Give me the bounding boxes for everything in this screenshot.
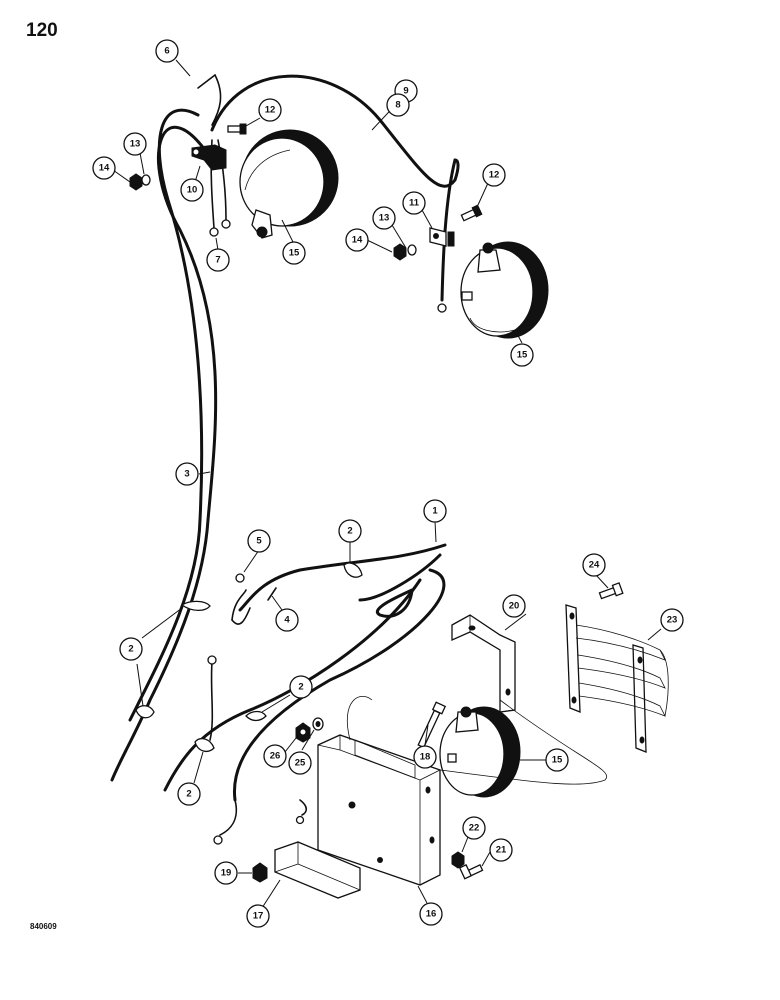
callout-2: 2	[289, 675, 313, 699]
callout-13: 13	[372, 206, 396, 230]
callout-4: 4	[275, 608, 299, 632]
svg-text:9: 9	[403, 86, 408, 97]
svg-text:25: 25	[295, 758, 306, 769]
svg-text:20: 20	[509, 601, 520, 612]
bolt-18	[417, 701, 447, 749]
svg-text:15: 15	[517, 350, 528, 361]
callout-2: 2	[338, 519, 362, 543]
callout-16: 16	[419, 902, 443, 926]
callout-12: 12	[482, 163, 506, 187]
svg-text:13: 13	[130, 139, 141, 150]
pad-17	[274, 841, 361, 899]
callout-19: 19	[214, 861, 238, 885]
svg-text:12: 12	[265, 105, 276, 116]
svg-text:24: 24	[589, 560, 600, 571]
nut-26	[295, 722, 311, 743]
svg-text:2: 2	[128, 644, 133, 655]
bolt-24	[598, 582, 624, 600]
callout-5: 5	[247, 529, 271, 553]
svg-text:22: 22	[469, 823, 480, 834]
svg-text:11: 11	[409, 198, 420, 209]
callout-15: 15	[510, 343, 534, 367]
callout-17: 17	[246, 904, 270, 928]
bracket-23	[565, 604, 669, 753]
callout-22: 22	[462, 816, 486, 840]
svg-text:13: 13	[379, 213, 390, 224]
svg-text:14: 14	[99, 163, 110, 174]
nut-washer-upper	[129, 173, 151, 191]
callout-1: 1	[423, 499, 447, 523]
svg-text:2: 2	[186, 789, 191, 800]
svg-text:8: 8	[395, 100, 400, 111]
figure-code: 840609	[30, 922, 57, 931]
callout-2: 2	[177, 782, 201, 806]
clip-10	[191, 144, 227, 171]
svg-text:7: 7	[215, 255, 220, 266]
callout-15: 15	[282, 241, 306, 265]
callout-12: 12	[258, 98, 282, 122]
callout-8: 8	[386, 93, 410, 117]
svg-text:17: 17	[253, 911, 264, 922]
work-lamp-15-upper	[239, 129, 339, 239]
callout-14: 14	[345, 228, 369, 252]
callout-23: 23	[660, 608, 684, 632]
wire-harness-1	[163, 543, 447, 845]
callout-26: 26	[263, 744, 287, 768]
bracket-20	[451, 614, 516, 713]
callout-13: 13	[123, 132, 147, 156]
svg-text:16: 16	[426, 909, 437, 920]
nut-washer-right	[393, 243, 417, 261]
work-lamp-15-lower	[439, 706, 521, 798]
bolt-12-right	[460, 204, 483, 222]
bolt-12-upper	[227, 123, 247, 135]
svg-text:1: 1	[432, 506, 438, 517]
svg-text:15: 15	[552, 755, 563, 766]
svg-text:10: 10	[187, 185, 198, 196]
callout-10: 10	[180, 178, 204, 202]
callout-6: 6	[155, 39, 179, 63]
svg-text:26: 26	[270, 751, 281, 762]
callout-18: 18	[413, 745, 437, 769]
work-lamp-15-right	[460, 241, 549, 339]
svg-text:6: 6	[164, 46, 169, 57]
bolt-21	[458, 864, 484, 880]
page-number: 120	[26, 20, 58, 41]
clips-2	[135, 562, 363, 753]
svg-text:23: 23	[667, 615, 678, 626]
clip-11	[429, 227, 455, 247]
svg-text:5: 5	[256, 536, 262, 547]
nut-19	[252, 862, 268, 883]
svg-text:15: 15	[289, 248, 300, 259]
wire-harness-8-9	[210, 74, 460, 313]
washer-22	[451, 851, 465, 869]
svg-text:19: 19	[221, 868, 232, 879]
callout-14: 14	[92, 156, 116, 180]
svg-text:18: 18	[420, 752, 431, 763]
wire-harness-3	[110, 74, 222, 782]
svg-text:3: 3	[184, 469, 189, 480]
callout-7: 7	[206, 248, 230, 272]
svg-text:12: 12	[489, 170, 500, 181]
svg-text:2: 2	[298, 682, 303, 693]
callout-2: 2	[119, 637, 143, 661]
svg-text:4: 4	[284, 615, 290, 626]
callout-11: 11	[402, 191, 426, 215]
svg-text:2: 2	[347, 526, 352, 537]
mounting-box-16	[317, 696, 607, 886]
svg-text:14: 14	[352, 235, 363, 246]
callout-24: 24	[582, 553, 606, 577]
leader-lines	[112, 59, 662, 909]
callout-25: 25	[288, 751, 312, 775]
callout-21: 21	[489, 838, 513, 862]
washer-25	[312, 717, 324, 731]
callout-3: 3	[175, 462, 199, 486]
callout-20: 20	[502, 594, 526, 618]
svg-text:21: 21	[496, 845, 507, 856]
callout-15: 15	[545, 748, 569, 772]
